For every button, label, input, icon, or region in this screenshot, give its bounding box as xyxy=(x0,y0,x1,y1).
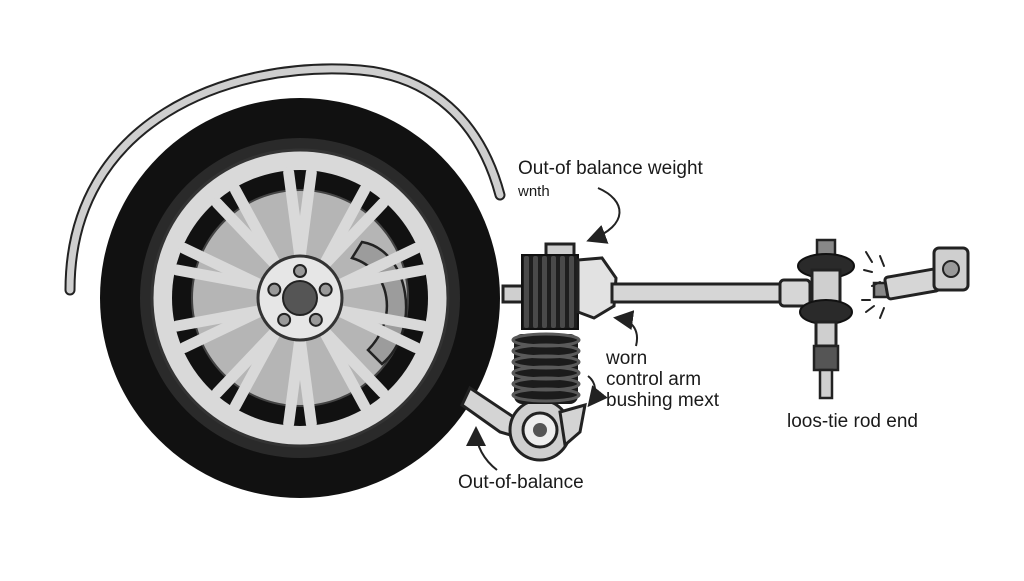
label-bushing-line-2: control arm xyxy=(606,369,702,390)
rim-spoke xyxy=(229,184,282,272)
lug-nut xyxy=(318,282,333,297)
rim-spoke xyxy=(332,264,429,292)
rim-spoke xyxy=(178,242,268,292)
arrow-icon xyxy=(466,426,498,471)
label-out-of-balance-weight: Out-of balance weight xyxy=(518,158,703,179)
arrow-icon xyxy=(613,310,638,347)
rim-spoke xyxy=(318,324,371,412)
lug-nut xyxy=(267,282,282,297)
lug-nut xyxy=(277,312,292,327)
rim-spoke xyxy=(211,324,282,399)
wheel xyxy=(100,98,500,498)
lug-nuts xyxy=(267,264,333,327)
label-worn-bushing: worn control arm bushing mext xyxy=(606,348,719,411)
lug-nut xyxy=(293,264,307,278)
loose-tie-rod-piece xyxy=(872,246,970,301)
rim-spoke xyxy=(318,197,389,272)
arrow-icon xyxy=(587,375,608,408)
rubber-boot xyxy=(521,254,579,330)
tie-rod-end xyxy=(797,238,855,400)
steering-knuckle xyxy=(501,242,618,330)
label-out-of-balance: Out-of-balance xyxy=(458,472,584,493)
boot-rib xyxy=(551,256,556,328)
label-loose-tie-rod-end: loos-tie rod end xyxy=(787,411,918,432)
arrow-icon xyxy=(586,187,621,244)
boot-rib xyxy=(524,256,529,328)
coil-spring xyxy=(511,332,581,404)
spring-coil xyxy=(511,387,581,403)
label-bushing-line-3: bushing mext xyxy=(606,390,720,411)
boot-rib xyxy=(542,256,547,328)
rim-spokes xyxy=(171,167,429,429)
rim-spoke xyxy=(294,167,317,264)
rim-spoke xyxy=(171,304,268,332)
tie-rod xyxy=(610,238,970,400)
rim-spoke xyxy=(283,332,306,429)
boot-rib xyxy=(533,256,538,328)
lug-nut xyxy=(308,312,323,327)
spark-icon xyxy=(861,251,885,319)
center-cap xyxy=(282,280,318,316)
boot-rib xyxy=(560,256,565,328)
boot-rib xyxy=(569,256,574,328)
label-bushing-line-1: worn xyxy=(606,348,648,369)
label-weight-sub: wnth xyxy=(518,183,550,200)
rim-spoke xyxy=(332,304,422,354)
